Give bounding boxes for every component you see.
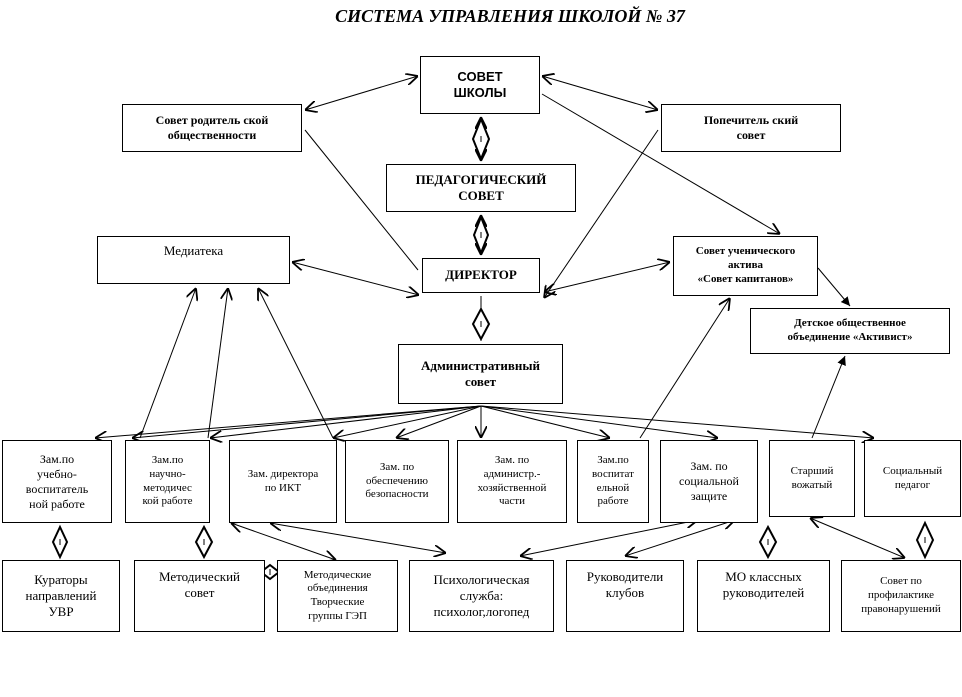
edge-popechitelskiy-direktor	[544, 129, 659, 298]
node-zam-social: Зам. по социальной защите	[660, 440, 758, 523]
node-zam-nmr: Зам.по научно- методичес кой работе	[125, 440, 210, 523]
edge-sovet-shkoly-roditeli	[305, 76, 418, 110]
node-sovet-po-profilaktike: Совет по профилактике правонарушений	[841, 560, 961, 632]
edge-adminsovet-fan-2	[210, 405, 482, 438]
node-administrativnyi-sovet: Административный совет	[398, 344, 563, 404]
node-detskoe-obshchestvennoe-obedinenie: Детское общественное объединение «Активи…	[750, 308, 950, 354]
edge-zam-ikt-metod-obyedineniya	[231, 523, 336, 560]
node-sovet-uchenicheskogo-aktiva: Совет ученического актива «Совет капитан…	[673, 236, 818, 296]
edge-mediateka-zam-ikt	[258, 288, 334, 439]
node-starshiy-vozhatyi: Старший вожатый	[769, 440, 855, 517]
edge-vozhatyi-detskoe	[811, 355, 846, 439]
node-socialnyi-pedagog: Социальный педагог	[864, 440, 961, 517]
edge-uchenicheskiy-detskoe	[817, 267, 851, 307]
node-direktor: ДИРЕКТОР	[422, 258, 540, 293]
node-metodicheskie-obedineniya: Методические объединения Творческие груп…	[277, 560, 398, 632]
edge-adminsovet-fan-0	[95, 405, 482, 438]
node-kuratory-napravleniy: Кураторы направлений УВР	[2, 560, 120, 632]
chart-title: СИСТЕМА УПРАВЛЕНИЯ ШКОЛОЙ № 37	[335, 6, 685, 26]
node-zam-ikt: Зам. директора по ИКТ	[229, 440, 337, 523]
node-zam-ahch: Зам. по администр.- хозяйственной части	[457, 440, 567, 523]
node-rukovoditeli-klubov: Руководители клубов	[566, 560, 684, 632]
edge-adminsovet-fan-6	[480, 405, 610, 438]
edge-mediateka-zam-nmr-b	[207, 288, 228, 439]
edge-sovet-shkoly-uchenicheskiy	[541, 93, 780, 234]
node-pedagogicheskiy-sovet: ПЕДАГОГИЧЕСКИЙ СОВЕТ	[386, 164, 576, 212]
node-popechitelskiy-sovet: Попечитель ский совет	[661, 104, 841, 152]
node-mo-klassnyh-rukovoditeley: МО классных руководителей	[697, 560, 830, 632]
edge-adminsovet-fan-7	[480, 405, 718, 438]
node-mediateka: Медиатека	[97, 236, 290, 284]
edge-adminsovet-fan-3	[333, 405, 482, 438]
node-zam-bezopasnost: Зам. по обеспечению безопасности	[345, 440, 449, 523]
node-sovet-roditelskoy-obshchestvennosti: Совет родитель ской общественности	[122, 104, 302, 152]
edge-sovet-shkoly-popechitelskiy	[542, 76, 658, 110]
edge-psih-zam-social	[520, 520, 698, 556]
edge-mediateka-direktor	[292, 262, 419, 295]
edge-adminsovet-fan-4	[396, 405, 482, 438]
edge-vozhatyi-profilaktika	[810, 518, 905, 558]
edge-mediateka-zam-nmr-a	[139, 288, 196, 439]
edge-adminsovet-fan-8	[480, 405, 874, 438]
edge-direktor-uchenicheskiy	[544, 262, 670, 292]
edge-roditeli-direktor	[304, 129, 419, 271]
node-zam-uvr: Зам.по учебно- воспитатель ной работе	[2, 440, 112, 523]
edge-zam-vr-uchenicheskiy	[639, 298, 730, 439]
node-sovet-shkoly: СОВЕТ ШКОЛЫ	[420, 56, 540, 114]
edge-adminsovet-fan-1	[132, 405, 482, 438]
edge-klubov-zam-social	[625, 520, 735, 556]
node-metodicheskiy-sovet: Методический совет	[134, 560, 265, 632]
node-psihologicheskaya-sluzhba: Психологическая служба: психолог,логопед	[409, 560, 554, 632]
node-zam-vr: Зам.по воспитат ельной работе	[577, 440, 649, 523]
edge-zam-ikt-psih	[270, 523, 446, 553]
